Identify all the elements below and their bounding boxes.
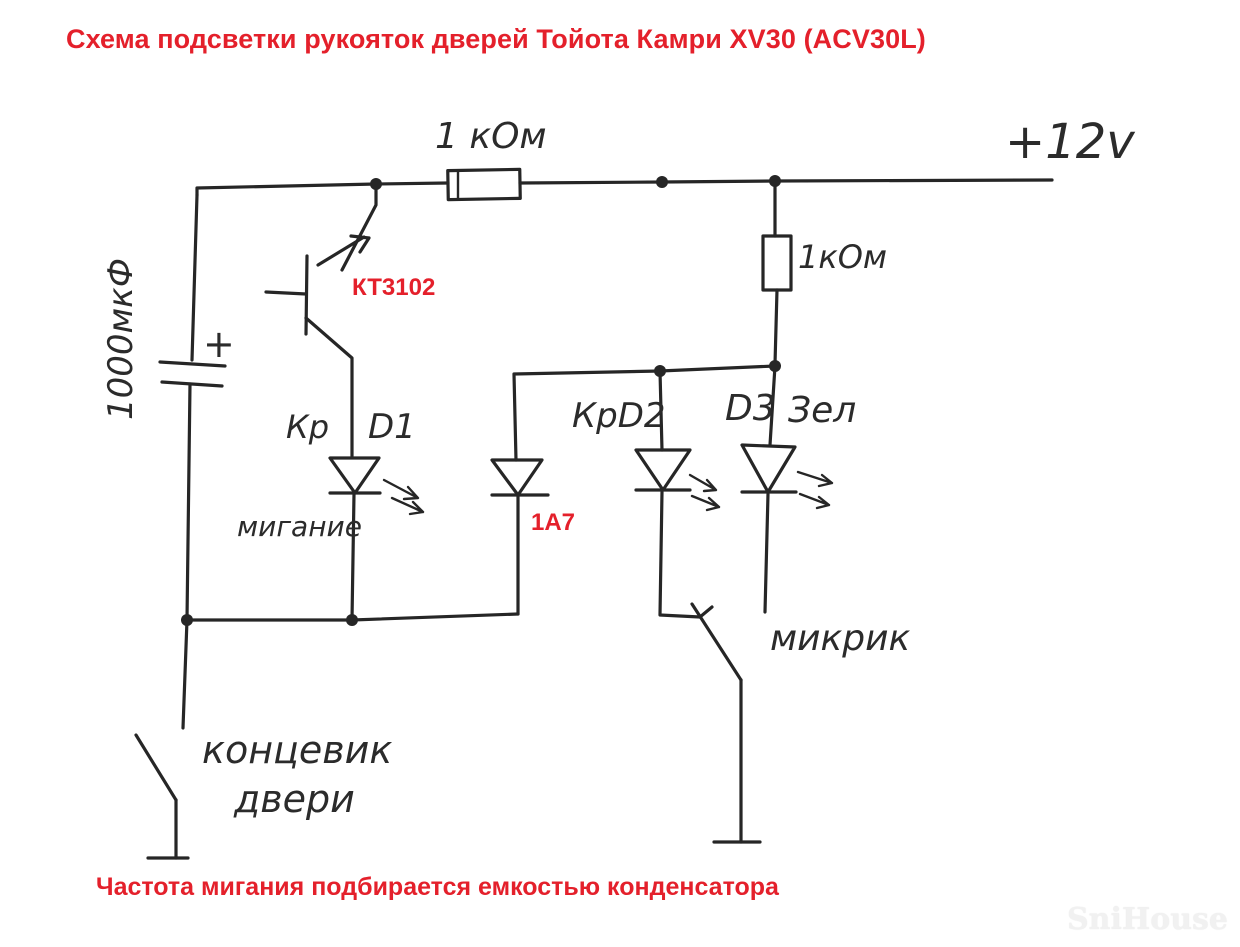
- transistor: [264, 182, 378, 458]
- middle-bus-wire: [512, 364, 777, 462]
- led-d2: [634, 369, 721, 619]
- door-switch: [134, 618, 190, 860]
- top-rail-wire: [195, 178, 1054, 197]
- resistor-right: [761, 179, 793, 366]
- resistor-top: [446, 167, 522, 202]
- d3-color-label: Зел: [788, 390, 856, 431]
- supply-label: +12v: [1005, 114, 1135, 170]
- diode-label: 1А7: [531, 509, 575, 536]
- capacitor-plus: +: [203, 322, 235, 366]
- door-switch-label-1: концевик: [202, 728, 392, 772]
- capacitor-label: 1000мкФ: [101, 258, 141, 420]
- d3-label: D3: [725, 388, 776, 429]
- microswitch-label: микрик: [770, 618, 911, 659]
- d2-label: КрD2: [572, 396, 666, 436]
- junction-dots: [181, 175, 781, 626]
- transistor-label: КТ3102: [352, 274, 435, 301]
- diode-1a7: [490, 458, 550, 616]
- capacitor: [158, 193, 227, 622]
- watermark: SniHouse: [1066, 902, 1228, 937]
- diagram-title: Схема подсветки рукояток дверей Тойота К…: [66, 24, 926, 54]
- led-d3: [740, 364, 834, 614]
- d1-name-label: D1: [368, 407, 416, 447]
- resistor-top-label: 1 кОм: [435, 116, 547, 157]
- d1-note-label: мигание: [237, 510, 362, 543]
- microswitch: [690, 602, 762, 844]
- diagram-footer-note: Частота мигания подбирается емкостью кон…: [96, 873, 779, 901]
- d1-color-label: Кр: [286, 408, 329, 446]
- door-switch-label-2: двери: [233, 777, 355, 821]
- resistor-right-label: 1кОм: [798, 238, 887, 276]
- led-d1: [328, 456, 425, 622]
